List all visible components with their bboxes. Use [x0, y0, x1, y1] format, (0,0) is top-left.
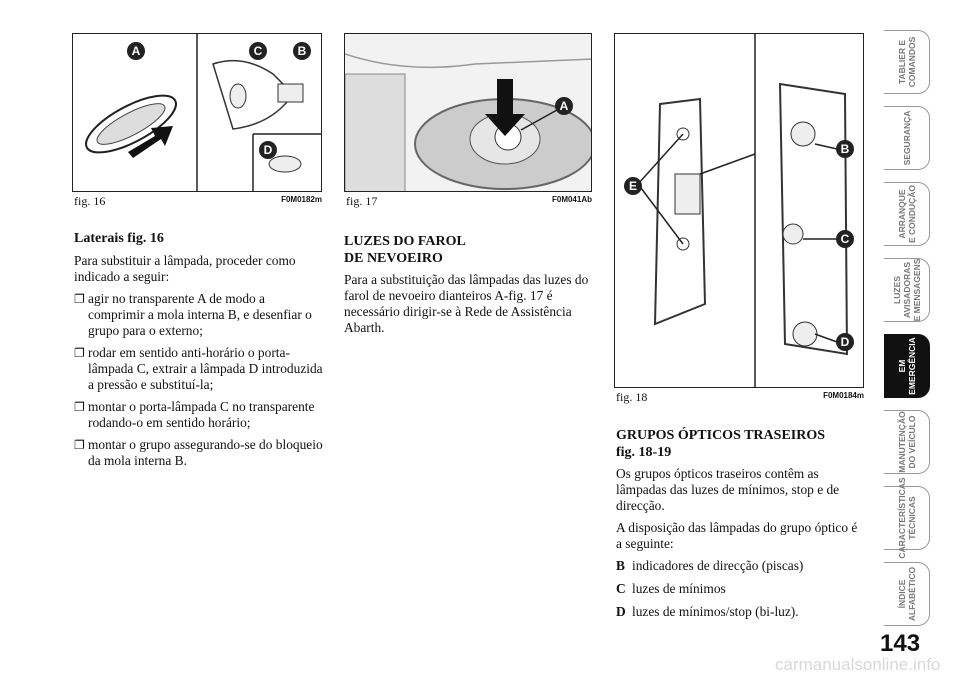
section-heading-2: fig. 18-19: [616, 445, 672, 460]
fig17-caption: fig. 17: [346, 194, 378, 208]
intro-text: Para substituir a lâmpada, proceder como…: [74, 253, 296, 284]
tab-seguranca[interactable]: SEGURANÇA: [884, 106, 930, 170]
fig17-illustration: A: [345, 53, 591, 191]
callout-c-text: C: [841, 232, 850, 246]
callout-d: [836, 333, 854, 351]
column-2: LUZES DO FAROL DE NEVOEIRO Para a substi…: [344, 233, 594, 342]
fig16-code: F0M0182m: [281, 195, 322, 204]
callout-e: [624, 177, 642, 195]
callout-a: [127, 42, 145, 60]
section-heading: LUZES DO FAROL: [344, 234, 466, 249]
list-item: ❐agir no transparente A de modo a compri…: [74, 291, 312, 338]
list-item: ❐montar o porta-lâmpada C no transparent…: [74, 399, 315, 430]
callout-e-text: E: [629, 179, 637, 193]
section-heading: GRUPOS ÓPTICOS TRASEIROS: [616, 428, 826, 443]
tab-arranque-conducao[interactable]: ARRANQUE E CONDUÇÃO: [884, 182, 930, 246]
body-text-2: A disposição das lâmpadas do grupo óptic…: [616, 520, 858, 551]
callout-a-text: A: [560, 99, 569, 113]
section-heading: Laterais fig. 16: [74, 231, 164, 246]
callout-c-text: C: [254, 44, 263, 58]
fig16-illustration: A C B D: [85, 34, 321, 191]
callout-a-text: A: [132, 44, 141, 58]
section-heading-2: DE NEVOEIRO: [344, 251, 443, 266]
fig18-illustration: E B C D: [624, 34, 854, 387]
figure-16: A C B D: [72, 33, 322, 192]
column-3: GRUPOS ÓPTICOS TRASEIROS fig. 18-19 Os g…: [616, 427, 866, 627]
figure-17: A: [344, 33, 592, 192]
fig17-code: F0M041Ab: [551, 195, 592, 204]
callout-b-text: B: [841, 142, 850, 156]
list-item: ❐rodar em sentido anti-horário o porta-l…: [74, 345, 323, 392]
page-number: 143: [880, 630, 921, 657]
callout-d: [259, 141, 277, 159]
figure-18: E B C D: [614, 33, 864, 388]
callout-c: [249, 42, 267, 60]
column-1: Laterais fig. 16 Para substituir a lâmpa…: [74, 230, 324, 475]
body-text: Para a substituição das lâmpadas das luz…: [344, 272, 589, 335]
callout-d-text: D: [264, 143, 273, 157]
callout-b: [293, 42, 311, 60]
tab-indice[interactable]: ÍNDICE ALFABÉTICO: [884, 562, 930, 626]
tab-luzes-avisadoras[interactable]: LUZES AVISADORAS E MENSAGENS: [884, 258, 930, 322]
tab-em-emergencia[interactable]: EM EMERGÊNCIA: [884, 334, 930, 398]
body-text: Os grupos ópticos traseiros contêm as lâ…: [616, 466, 840, 513]
callout-b-text: B: [298, 44, 307, 58]
callout-b: [836, 140, 854, 158]
tab-caracteristicas[interactable]: CARACTERÍSTICAS TÉCNICAS: [884, 477, 930, 559]
tab-tablier-comandos[interactable]: TABLIER E COMANDOS: [884, 30, 930, 94]
callout-a: [555, 97, 573, 115]
fig16-caption: fig. 16: [74, 194, 106, 208]
fig18-code: F0M0184m: [823, 391, 864, 400]
list-item: ❐montar o grupo assegurando-se do bloque…: [74, 437, 323, 468]
callout-c: [836, 230, 854, 248]
fig18-caption: fig. 18: [616, 390, 648, 404]
watermark: carmanualsonline.info: [775, 655, 941, 674]
tab-manutencao[interactable]: MANUTENÇÃO DO VEÍCULO: [884, 410, 930, 474]
callout-d-text: D: [841, 335, 850, 349]
